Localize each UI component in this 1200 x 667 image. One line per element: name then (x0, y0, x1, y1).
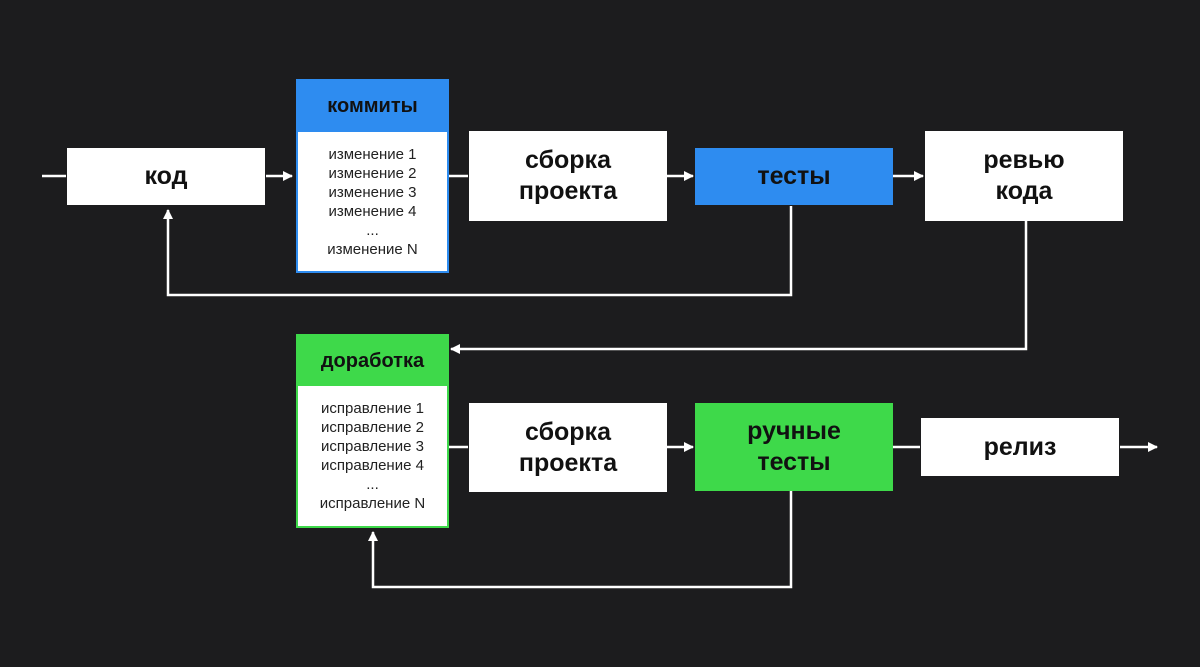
list-item: изменение 4 (328, 202, 417, 220)
build-box-top: сборка проекта (469, 131, 667, 221)
commits-title: коммиты (298, 81, 447, 132)
list-item: исправление 3 (321, 438, 424, 455)
rework-list: исправление 1 исправление 2 исправление … (298, 386, 447, 526)
list-item: ... (366, 221, 379, 239)
tests-label: тесты (757, 162, 831, 190)
build-bottom-line2: проекта (518, 448, 618, 477)
build-bottom-line1: сборка (525, 417, 611, 446)
build-top-line1: сборка (525, 146, 611, 174)
code-label: код (144, 162, 188, 190)
list-item: изменение 3 (328, 183, 417, 201)
build-box-bottom: сборка проекта (469, 403, 667, 492)
rework-group: доработка исправление 1 исправление 2 ис… (296, 334, 449, 528)
manual-tests-line2: тесты (757, 448, 831, 476)
arrow-review-to-rework (450, 221, 1028, 354)
list-item: изменение 1 (328, 145, 417, 163)
review-line1: ревью (983, 146, 1065, 174)
code-box: код (67, 148, 265, 205)
manual-tests-box: ручные тесты (695, 403, 893, 491)
release-label: релиз (983, 432, 1057, 461)
commits-list: изменение 1 изменение 2 изменение 3 изме… (298, 132, 447, 271)
list-item: исправление 4 (321, 457, 424, 474)
arrow-tests-back-to-code (163, 206, 793, 297)
arrow-manual-tests-back-to-rework (368, 491, 793, 589)
review-box: ревью кода (925, 131, 1123, 221)
manual-tests-line1: ручные (747, 417, 841, 445)
rework-title: доработка (298, 336, 447, 386)
list-item: исправление 2 (321, 419, 424, 436)
commits-title-text: коммиты (327, 95, 418, 117)
tests-box: тесты (695, 148, 893, 205)
list-item: изменение N (327, 240, 418, 258)
rework-title-text: доработка (320, 349, 425, 372)
build-top-line2: проекта (518, 177, 618, 205)
commits-group: коммиты изменение 1 изменение 2 изменени… (296, 79, 449, 273)
review-line2: кода (995, 177, 1053, 205)
list-item: ... (366, 476, 379, 493)
list-item: исправление N (319, 495, 426, 512)
list-item: исправление 1 (321, 400, 424, 417)
list-item: изменение 2 (328, 164, 417, 182)
release-box: релиз (921, 418, 1119, 476)
